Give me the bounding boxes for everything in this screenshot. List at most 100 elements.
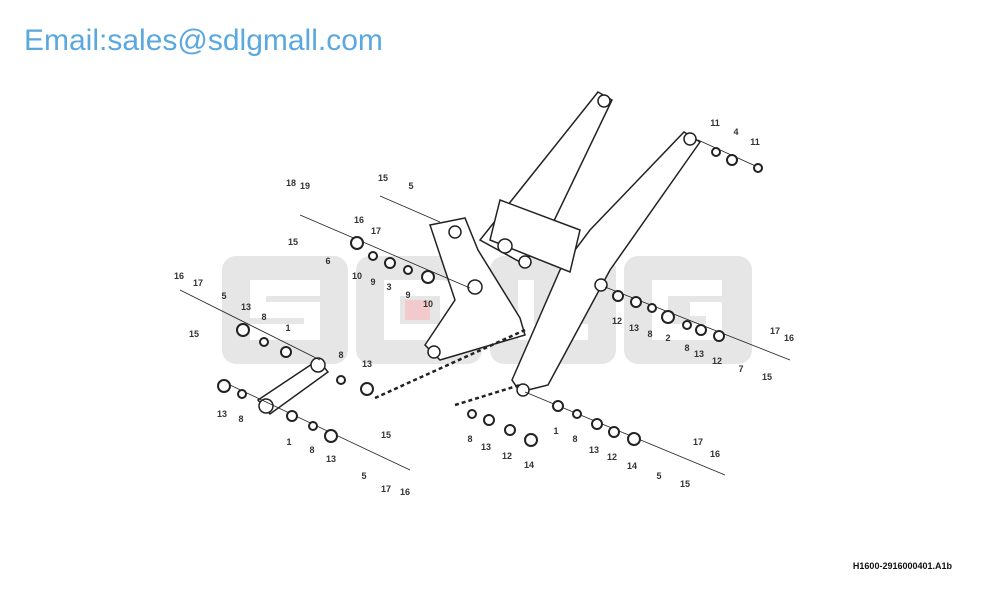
callout-number: 14: [524, 460, 534, 470]
dotted-assembly-lines: [374, 328, 526, 407]
callout-number: 15: [378, 173, 388, 183]
callout-number: 8: [338, 350, 343, 360]
callout-number: 13: [629, 323, 639, 333]
callout-number: 5: [221, 291, 226, 301]
washer-icon: [217, 379, 231, 393]
drawing-part-number: H1600-2916000401.A1b: [852, 561, 952, 571]
washer-icon: [682, 320, 692, 330]
callout-number: 15: [189, 329, 199, 339]
washer-icon: [236, 323, 250, 337]
washer-icon: [308, 421, 318, 431]
washer-icon: [467, 409, 477, 419]
callout-number: 8: [572, 434, 577, 444]
assembly-axis-lines: [179, 139, 791, 476]
washer-icon: [552, 400, 564, 412]
cross-tube: [489, 199, 581, 274]
callout-number: 13: [362, 359, 372, 369]
callout-number: 11: [750, 137, 760, 147]
callout-number: 1: [286, 437, 291, 447]
callout-number: 15: [680, 479, 690, 489]
washer-icon: [713, 330, 725, 342]
washer-icon: [591, 418, 603, 430]
callout-number: 5: [408, 181, 413, 191]
washer-icon: [336, 375, 346, 385]
callout-number: 16: [400, 487, 410, 497]
washer-icon: [647, 303, 657, 313]
callout-number: 3: [386, 282, 391, 292]
washer-icon: [695, 324, 707, 336]
callout-number: 9: [370, 277, 375, 287]
callout-number: 7: [738, 364, 743, 374]
washer-icon: [403, 265, 413, 275]
callout-number: 17: [371, 226, 381, 236]
callout-number: 8: [467, 434, 472, 444]
washer-icon: [661, 310, 675, 324]
callout-number: 12: [502, 451, 512, 461]
callout-number: 15: [762, 372, 772, 382]
callout-number: 16: [710, 449, 720, 459]
washer-icon: [753, 163, 763, 173]
callout-number: 10: [352, 271, 362, 281]
callout-number: 10: [423, 299, 433, 309]
washer-icon: [726, 154, 738, 166]
washer-icon: [368, 251, 378, 261]
callout-number: 12: [612, 316, 622, 326]
callout-number: 13: [241, 302, 251, 312]
washer-icon: [483, 414, 495, 426]
callout-number: 11: [710, 118, 720, 128]
callout-number: 8: [647, 329, 652, 339]
callout-number: 16: [174, 271, 184, 281]
callout-number: 1: [285, 323, 290, 333]
washer-icon: [711, 147, 721, 157]
washer-icon: [286, 410, 298, 422]
washer-icon: [259, 337, 269, 347]
callout-number: 5: [656, 471, 661, 481]
washer-icon: [384, 257, 396, 269]
washer-icon: [627, 432, 641, 446]
callout-number: 17: [193, 278, 203, 288]
callout-number: 2: [665, 333, 670, 343]
callout-number: 4: [733, 127, 738, 137]
callout-number: 16: [784, 333, 794, 343]
callout-number: 6: [325, 256, 330, 266]
callout-number: 15: [288, 237, 298, 247]
callout-number: 19: [300, 181, 310, 191]
callout-number: 1: [553, 426, 558, 436]
callout-number: 13: [217, 409, 227, 419]
callout-number: 15: [381, 430, 391, 440]
email-watermark: Email:sales@sdlgmall.com: [24, 24, 383, 57]
callout-number: 8: [261, 312, 266, 322]
callout-number: 12: [607, 452, 617, 462]
callout-number: 16: [354, 215, 364, 225]
washer-icon: [572, 409, 582, 419]
washer-icon: [524, 433, 538, 447]
callout-number: 8: [684, 343, 689, 353]
callout-number: 13: [694, 349, 704, 359]
washer-icon: [324, 429, 338, 443]
callout-number: 13: [481, 442, 491, 452]
washer-icon: [360, 382, 374, 396]
washer-icon: [237, 389, 247, 399]
callout-number: 13: [326, 454, 336, 464]
callout-number: 18: [286, 178, 296, 188]
washer-icon: [612, 290, 624, 302]
washer-icon: [350, 236, 364, 250]
callout-number: 17: [381, 484, 391, 494]
callout-number: 5: [361, 471, 366, 481]
callout-number: 9: [405, 290, 410, 300]
washers-bushings: [217, 147, 763, 447]
callout-number: 17: [770, 326, 780, 336]
washer-icon: [608, 426, 620, 438]
loader-arm-drawing: [256, 91, 702, 416]
callout-number: 14: [627, 461, 637, 471]
callout-number: 8: [309, 445, 314, 455]
callout-number: 17: [693, 437, 703, 447]
callout-number: 12: [712, 356, 722, 366]
callout-number: 8: [238, 414, 243, 424]
washer-icon: [504, 424, 516, 436]
washer-icon: [630, 296, 642, 308]
callout-number: 13: [589, 445, 599, 455]
washer-icon: [421, 270, 435, 284]
